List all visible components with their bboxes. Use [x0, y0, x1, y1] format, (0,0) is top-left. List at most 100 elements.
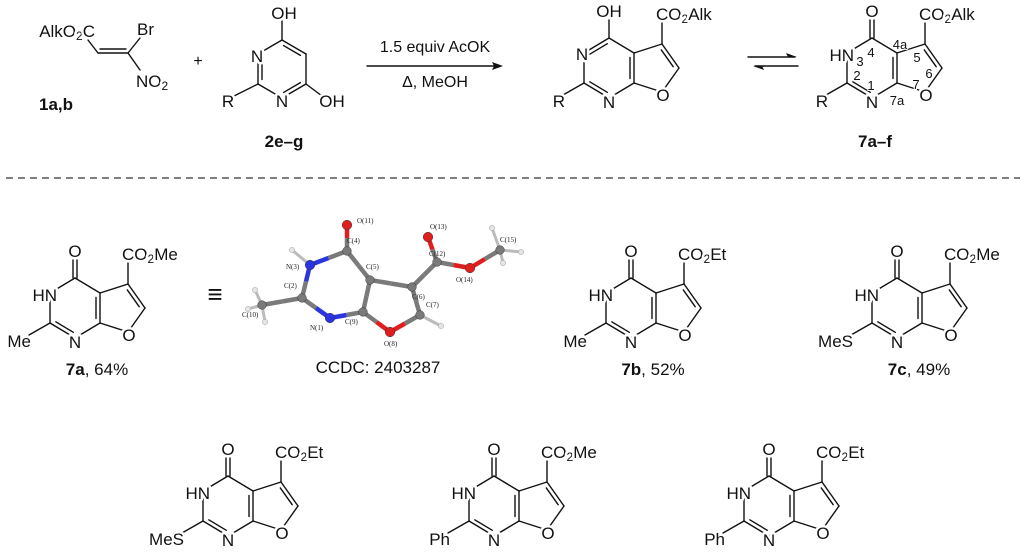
text-segment: N — [891, 333, 903, 352]
text-segment: MeS — [149, 530, 184, 549]
hydrogen-atom — [489, 225, 495, 231]
bond — [546, 481, 565, 507]
hydrogen-atom — [500, 260, 506, 266]
bond — [683, 307, 702, 333]
locant-c4a: 4a — [893, 37, 908, 52]
text-segment: N — [576, 45, 588, 64]
bond — [583, 37, 610, 54]
text-segment: CO — [541, 443, 567, 462]
compound-caption: 7c, 49% — [888, 360, 950, 379]
crystal-atom — [422, 231, 434, 243]
nh-label: HN — [32, 286, 57, 305]
text-segment: HN — [185, 484, 210, 503]
atom-label: O(13) — [430, 223, 447, 231]
compound-id: 7a — [66, 360, 85, 379]
bond — [608, 37, 635, 54]
bond — [743, 475, 770, 492]
bond — [127, 283, 146, 309]
text-segment: CO — [275, 443, 301, 462]
bond — [661, 43, 680, 69]
text-segment: Et — [848, 443, 864, 462]
atom-label: C(4) — [347, 237, 361, 245]
subscript: 2 — [704, 252, 711, 266]
bond — [589, 42, 609, 55]
bond — [921, 322, 951, 333]
bond — [252, 520, 282, 531]
bond — [49, 322, 76, 339]
hydrogen-atom — [252, 287, 258, 293]
ester-label: CO2Et — [816, 443, 865, 465]
locant-o7: 7 — [912, 77, 919, 92]
text-segment: Alk — [688, 5, 712, 24]
atom-label: O(14) — [456, 276, 473, 284]
compound-id: 7c — [888, 360, 907, 379]
ester-label: AlkO2C — [39, 22, 95, 44]
nitrogen-label: N — [251, 47, 263, 66]
text-segment: N — [276, 92, 288, 111]
text-segment: 7a — [890, 93, 905, 108]
text-segment: Alk — [951, 5, 975, 24]
ester-label: CO2Alk — [656, 5, 712, 27]
text-segment: CO — [816, 443, 842, 462]
nitrogen-label: N — [891, 333, 903, 352]
text-segment: N — [488, 531, 500, 550]
subscript: 2 — [76, 29, 83, 43]
subscript: 2 — [148, 252, 155, 266]
text-segment: Me — [573, 443, 597, 462]
bond — [49, 277, 76, 294]
text-segment: N — [222, 531, 234, 550]
bond — [896, 82, 926, 93]
bond — [949, 283, 968, 309]
text-segment: 5 — [913, 50, 920, 65]
locant-n3: 3 — [856, 54, 863, 69]
bond — [660, 49, 674, 68]
equivalence-symbol: ≡ — [207, 279, 222, 309]
text-segment: 4a — [893, 37, 908, 52]
atom-label: C(6) — [412, 293, 426, 301]
hydrogen-atom — [518, 249, 524, 255]
atom-label: C(5) — [366, 263, 380, 271]
crystal-atom — [464, 262, 476, 274]
compound-id: 7b — [621, 360, 641, 379]
nh-label: HN — [854, 286, 879, 305]
carbonyl-oxygen-label: O — [762, 440, 775, 459]
carbonyl-oxygen-label: O — [624, 242, 637, 261]
hydroxyl-label: OH — [319, 92, 345, 111]
bond — [280, 505, 299, 531]
bond — [896, 277, 923, 294]
atom-label: C(7) — [426, 301, 440, 309]
hydrogen-atom — [245, 306, 251, 312]
bond — [545, 487, 559, 506]
text-segment: O — [816, 524, 829, 543]
ring-oxygen-label: O — [919, 86, 932, 105]
atom-label: C(9) — [345, 318, 359, 326]
crystal-atom — [358, 307, 368, 317]
crystal-atom — [324, 312, 336, 324]
subscript: 2 — [842, 450, 849, 464]
text-segment: CO — [122, 245, 148, 264]
bond — [655, 322, 685, 333]
bond — [208, 519, 228, 532]
bond — [227, 520, 254, 537]
bond — [821, 505, 840, 531]
bond — [468, 475, 495, 492]
subscript: 2 — [162, 79, 169, 93]
text-segment: Me — [154, 245, 178, 264]
bond — [518, 481, 548, 492]
text-segment: O — [275, 524, 288, 543]
nitrogen-label: N — [625, 333, 637, 352]
hydrogen-atom — [262, 319, 268, 325]
bond — [722, 520, 745, 534]
bond — [633, 82, 663, 93]
carbonyl-oxygen-label: O — [890, 242, 903, 261]
bond — [877, 321, 897, 334]
crystal-structure: O(11)C(4)N(3)C(2)C(10)N(1)C(9)C(5)C(6)C(… — [242, 217, 524, 348]
text-segment: Me — [563, 332, 587, 351]
substituent-label: MeS — [149, 530, 184, 549]
text-segment: MeS — [818, 332, 853, 351]
text-segment: C — [83, 22, 95, 41]
